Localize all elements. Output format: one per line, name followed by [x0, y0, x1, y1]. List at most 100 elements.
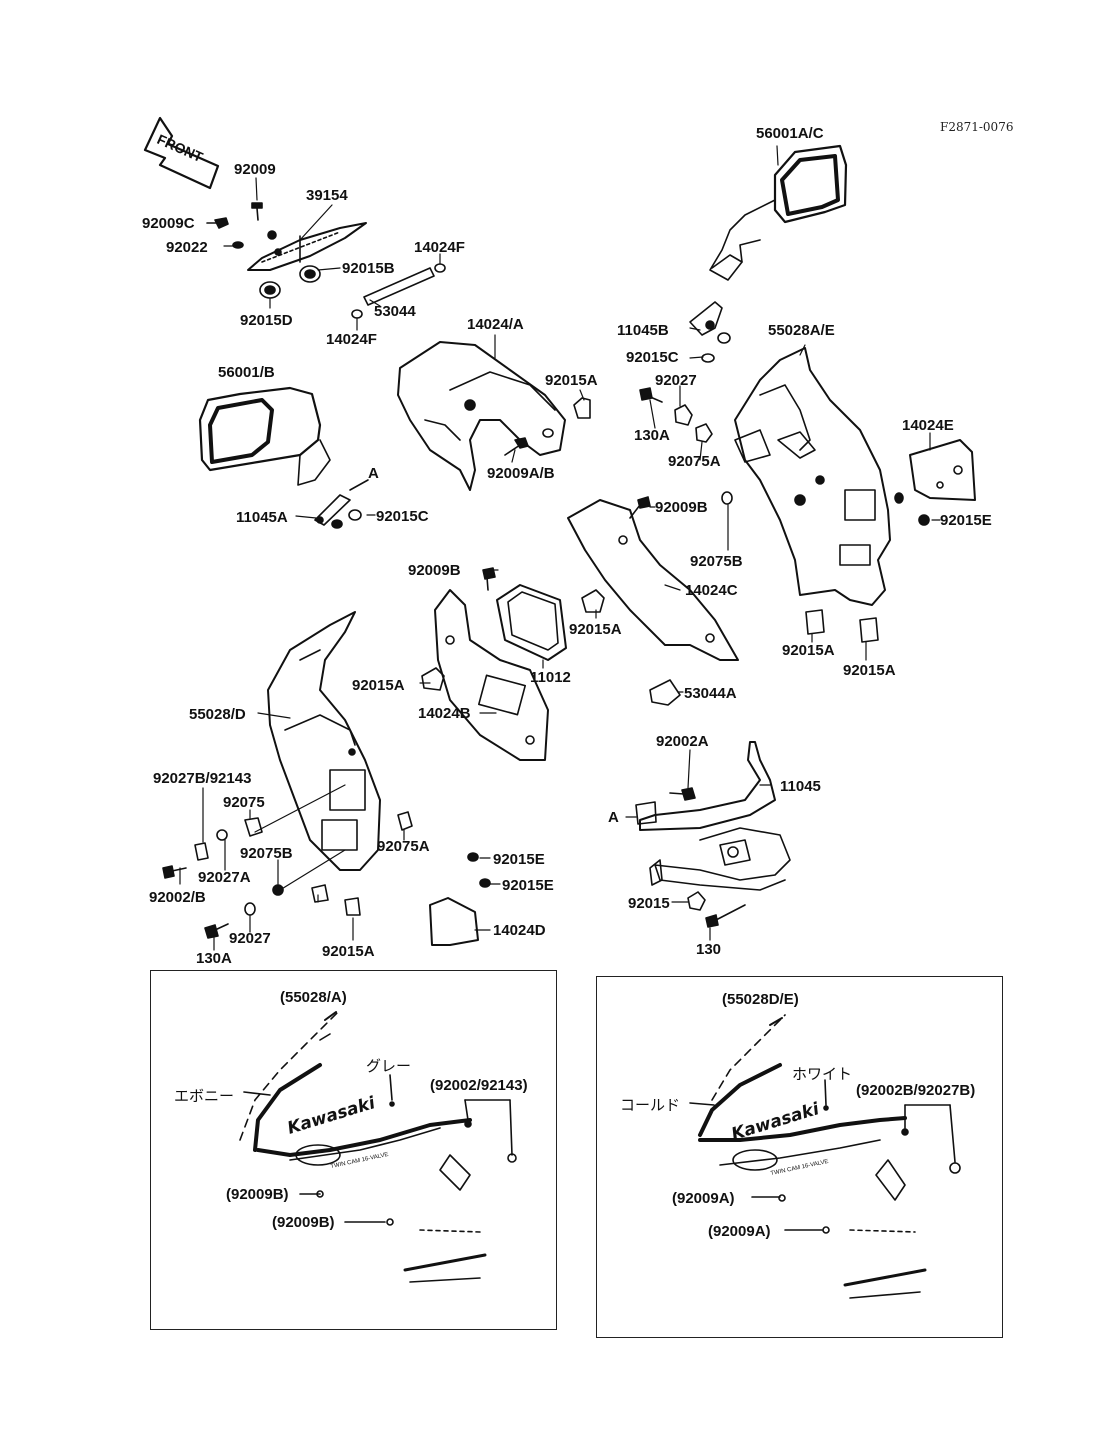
- grommet-53044a-icon: [649, 679, 681, 706]
- upper-cowl-55028ae: [734, 347, 891, 606]
- nut-92027a-icon: [216, 829, 228, 841]
- part-label-39154: 39154: [306, 187, 348, 204]
- clip-92015a-icon: [421, 667, 445, 691]
- panel-left-ref-b2: (92009B): [272, 1214, 335, 1231]
- panel-left-ref-b1: (92009B): [226, 1186, 289, 1203]
- part-label-92009ab: 92009A/B: [487, 465, 555, 482]
- part-label-92015a-6: 92015A: [322, 943, 375, 960]
- lens-11012: [496, 584, 567, 661]
- panel-left-color-gray: グレー: [366, 1057, 412, 1075]
- clip-92015a-icon: [581, 589, 605, 613]
- leader-lines: [179, 145, 941, 951]
- part-label-92015a-5: 92015A: [352, 677, 405, 694]
- variant-panel-right: [596, 976, 1003, 1338]
- nut-92027-icon: [674, 404, 693, 426]
- clip-92015a-icon: [805, 609, 825, 635]
- part-label-11012: 11012: [530, 669, 571, 686]
- part-label-92009: 92009: [234, 161, 276, 178]
- part-label-92075: 92075: [223, 794, 265, 811]
- part-label-92015e-right: 92015E: [940, 512, 992, 529]
- screw-92009b-icon: [629, 496, 651, 519]
- nut-icon: [274, 248, 282, 256]
- panel-left-ref: (55028/A): [280, 989, 347, 1006]
- part-label-56001ac: 56001A/C: [756, 125, 824, 142]
- screw-92009c-icon: [206, 217, 229, 229]
- panel-right-color-white: ホワイト: [792, 1065, 853, 1083]
- nut-icon: [331, 519, 343, 529]
- panel-right-color-gold: コールド: [620, 1096, 681, 1114]
- collar-92075a-icon: [695, 423, 713, 443]
- panel-right-ref-a1: (92009A): [672, 1190, 735, 1207]
- part-label-130: 130: [696, 941, 722, 958]
- mirror-56001ac: [709, 144, 848, 281]
- washer-92022-icon: [232, 241, 244, 249]
- part-label-92027a: 92027A: [198, 869, 251, 886]
- part-label-14024e: 14024E: [902, 417, 954, 434]
- part-label-92002b: 92002/B: [149, 889, 206, 906]
- panel-left-color-ebony: エボニー: [174, 1087, 235, 1105]
- part-label-92015a-2: 92015A: [569, 621, 622, 638]
- grommet-92015c-icon: [348, 509, 362, 521]
- panel-right-drawing: [689, 1014, 961, 1299]
- bolt-130a-icon: [204, 923, 229, 939]
- part-label-92015d: 92015D: [240, 312, 293, 329]
- collar-92075b-icon: [272, 884, 284, 896]
- cover-14024e: [909, 439, 976, 501]
- variant-panel-left: [150, 970, 557, 1330]
- nut-icon: [267, 230, 277, 240]
- part-label-14024a: 14024/A: [467, 316, 524, 333]
- part-label-14024f-top: 14024F: [414, 239, 465, 256]
- clip-14024f-icon: [351, 309, 363, 319]
- part-label-92027b-92143: 92027B/92143: [153, 770, 252, 787]
- front-arrow-icon: [143, 116, 220, 190]
- bolt-92002b-icon: [162, 865, 187, 879]
- grommet-92015e-icon: [479, 878, 491, 888]
- cover-14024d: [429, 897, 479, 946]
- part-label-92015a-3: 92015A: [782, 642, 835, 659]
- part-label-130a-bottom: 130A: [196, 950, 232, 967]
- clip-14024f-icon: [434, 263, 446, 273]
- part-label-14024b: 14024B: [418, 705, 471, 722]
- part-label-55028d: 55028/D: [189, 706, 246, 723]
- bolt-130-icon: [705, 904, 746, 928]
- lower-cowl-55028d: [267, 611, 381, 871]
- tube-53044: [363, 267, 435, 306]
- part-label-11045b: 11045B: [617, 322, 669, 339]
- panel-left-ref-screws: (92002/92143): [430, 1077, 528, 1094]
- nut-92027-icon: [244, 902, 256, 916]
- clip-92015a-icon: [311, 884, 329, 903]
- panel-right-ref: (55028D/E): [722, 991, 799, 1008]
- bolt-92002a-icon: [669, 787, 696, 801]
- part-label-14024c: 14024C: [685, 582, 738, 599]
- part-label-92015: 92015: [628, 895, 670, 912]
- panel-left-drawing: [239, 1009, 517, 1283]
- stay-11045: [635, 741, 791, 891]
- collar-92075a-icon: [397, 811, 413, 831]
- bolt-130a-icon: [639, 387, 663, 403]
- part-label-56001b: 56001/B: [218, 364, 275, 381]
- part-label-11045a: 11045A: [236, 509, 288, 526]
- collar-92075b-icon: [721, 491, 733, 505]
- part-label-92009b-1: 92009B: [655, 499, 708, 516]
- grommet-92015c-icon: [701, 353, 715, 363]
- clip-92015a-icon: [859, 617, 879, 643]
- part-label-92075b-mid: 92075B: [240, 845, 293, 862]
- clip-92015a-icon: [344, 897, 361, 916]
- bracket-11045b: [689, 301, 723, 336]
- part-label-14024f-bottom: 14024F: [326, 331, 377, 348]
- inner-cover-14024a: [397, 341, 566, 491]
- part-label-55028ae: 55028A/E: [768, 322, 835, 339]
- part-label-92015e-1: 92015E: [493, 851, 545, 868]
- clip-92015a-icon: [573, 397, 591, 419]
- grommet-icon: [894, 492, 904, 504]
- marker-a-2: A: [608, 809, 619, 826]
- nut-92015-icon: [687, 891, 706, 911]
- part-label-53044a: 53044A: [684, 685, 737, 702]
- part-label-92002a: 92002A: [656, 733, 709, 750]
- panel-right-ref-a2: (92009A): [708, 1223, 771, 1240]
- part-label-92027-top: 92027: [655, 372, 697, 389]
- figure-code: F2871-0076: [940, 120, 1014, 134]
- part-label-53044: 53044: [374, 303, 416, 320]
